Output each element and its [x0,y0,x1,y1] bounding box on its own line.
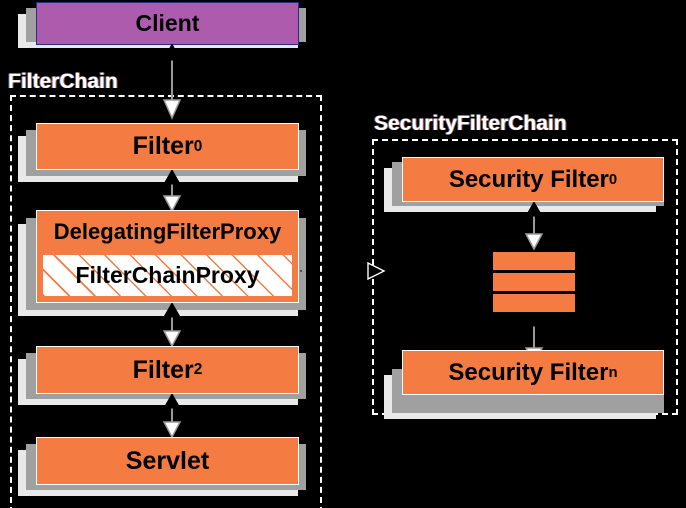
arrow-dfp-filter0 [162,170,182,212]
arrow-filter0-client [162,44,182,120]
node-delegating-filter-proxy-label: DelegatingFilterProxy [53,219,282,244]
node-filter-0-label: Filter [132,132,194,161]
node-security-filter-n-label: Security Filter [448,358,609,386]
arrow-filter2-filterchainproxy [162,303,182,347]
security-filter-bar-2 [493,273,575,291]
group-label-filter-chain: FilterChain [8,70,118,93]
node-filter-2-label: Filter [132,355,194,384]
node-filter-chain-proxy[interactable]: FilterChainProxy [41,253,294,298]
security-filter-bar-3 [493,294,575,312]
node-client-label: Client [135,10,200,37]
arrow-servlet-filter2 [162,394,182,438]
arrow-bars-securityfilter0 [524,202,544,250]
node-servlet[interactable]: Servlet [36,437,299,485]
node-delegating-filter-proxy[interactable]: DelegatingFilterProxy FilterChainProxy [36,210,299,303]
arrow-filterchainproxy-to-securityfilterchain [300,261,386,281]
group-label-security-filter-chain: SecurityFilterChain [374,112,567,135]
security-filter-bar-1 [493,252,575,270]
node-servlet-label: Servlet [125,446,210,475]
node-security-filter-0-label: Security Filter [448,165,609,193]
group-filter-chain [10,95,322,508]
node-client[interactable]: Client [36,2,299,45]
